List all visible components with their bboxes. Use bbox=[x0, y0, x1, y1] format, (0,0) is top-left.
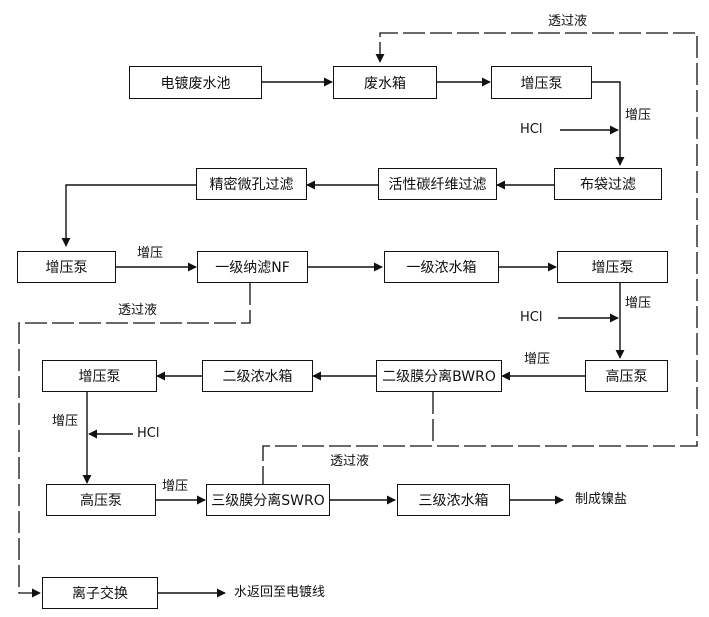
pressurize-label-4: 增压 bbox=[524, 352, 551, 367]
nickel-salt-output-label: 制成镍盐 bbox=[575, 492, 628, 507]
high-pressure-pump-1: 高压泵 bbox=[585, 360, 668, 392]
booster-pump-1: 增压泵 bbox=[491, 66, 592, 99]
waste-water-tank: 废水箱 bbox=[333, 66, 437, 99]
permeate-label-top: 透过液 bbox=[548, 14, 588, 29]
tertiary-membrane-swro: 三级膜分离SWRO bbox=[206, 484, 330, 516]
tertiary-concentrate-tank: 三级浓水箱 bbox=[397, 484, 510, 516]
hcl-label-2: HCl bbox=[520, 310, 543, 325]
primary-concentrate-tank: 一级浓水箱 bbox=[384, 251, 499, 283]
hcl-label-3: HCl bbox=[137, 426, 160, 441]
activated-carbon-fiber-filter: 活性碳纤维过滤 bbox=[378, 168, 497, 200]
pressurize-label-5: 增压 bbox=[52, 414, 79, 429]
secondary-membrane-bwro: 二级膜分离BWRO bbox=[376, 360, 502, 392]
bag-filter: 布袋过滤 bbox=[554, 168, 662, 200]
pressurize-label-1: 增压 bbox=[625, 108, 652, 123]
permeate-label-low: 透过液 bbox=[330, 454, 370, 469]
ion-exchange: 离子交换 bbox=[42, 577, 158, 609]
booster-pump-3: 增压泵 bbox=[557, 251, 668, 283]
pressurize-label-2: 增压 bbox=[137, 246, 164, 261]
secondary-concentrate-tank: 二级浓水箱 bbox=[202, 360, 313, 392]
flow-pump1-to-bagfilter bbox=[592, 81, 625, 166]
high-pressure-pump-2: 高压泵 bbox=[46, 484, 156, 516]
flow-precision-to-pump2 bbox=[61, 184, 196, 247]
permeate-return-loop bbox=[262, 32, 698, 488]
precision-microporous-filter: 精密微孔过滤 bbox=[196, 168, 307, 200]
permeate-label-mid: 透过液 bbox=[118, 303, 158, 318]
pressurize-label-6: 增压 bbox=[162, 479, 189, 494]
pressurize-label-3: 增压 bbox=[625, 296, 652, 311]
electroplating-waste-pool: 电镀废水池 bbox=[129, 66, 262, 99]
primary-nanofiltration-nf: 一级纳滤NF bbox=[197, 251, 308, 283]
booster-pump-2: 增压泵 bbox=[17, 251, 116, 283]
booster-pump-4: 增压泵 bbox=[42, 360, 157, 392]
water-return-output-label: 水返回至电镀线 bbox=[234, 585, 326, 600]
hcl-label-1: HCl bbox=[520, 122, 543, 137]
permeate-to-ion-exchange bbox=[18, 283, 251, 598]
